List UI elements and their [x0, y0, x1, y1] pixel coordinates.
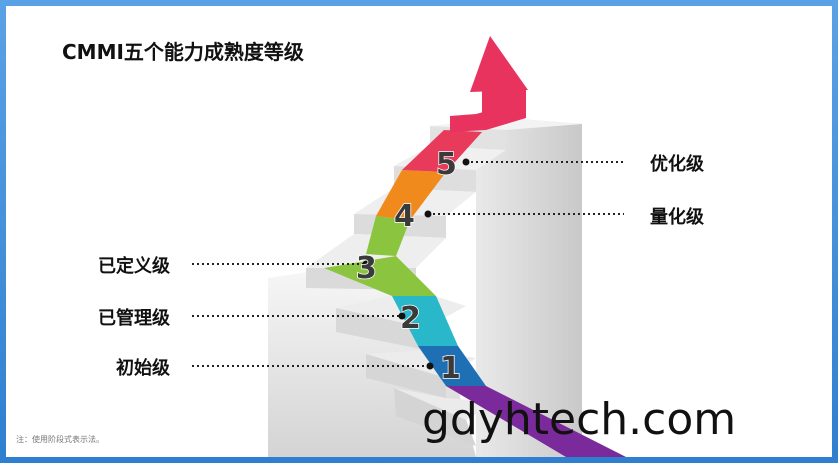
slide: CMMI五个能力成熟度等级: [6, 6, 832, 457]
color-ribbon: [324, 36, 626, 457]
ribbon-level-4: [376, 170, 446, 220]
level-label-3: 已定义级: [98, 256, 170, 277]
leader-dots: [362, 158, 470, 370]
staircase-diagram: 5 4 3 2 1: [192, 36, 626, 457]
stair-side: [476, 118, 582, 457]
level-label-4: 量化级: [650, 207, 704, 228]
ribbon-level-1: [418, 346, 486, 386]
ribbon-tail: [446, 386, 626, 457]
level-label-2: 已管理级: [98, 308, 170, 329]
ribbon-level-2: [392, 296, 458, 346]
ribbon-level-5: [402, 130, 482, 172]
leader-dot-1: [426, 362, 434, 370]
level-number-2: 2: [400, 301, 421, 336]
footnote: 注：使用阶段式表示法。: [16, 435, 104, 444]
level-number-1: 1: [440, 351, 461, 386]
arrow-shaft: [482, 90, 506, 114]
leader-lines: [192, 161, 624, 367]
leader-dot-2: [398, 312, 406, 320]
ribbon-level-3: [324, 256, 436, 296]
leader-dot-4: [424, 210, 432, 218]
level-number-3: 3: [356, 251, 377, 286]
leader-dot-3: [362, 260, 370, 268]
watermark: gdyhtech.com: [422, 394, 737, 445]
page-title: CMMI五个能力成熟度等级: [62, 40, 304, 64]
ribbon-level-3b: [366, 216, 410, 256]
level-number-5: 5: [436, 147, 457, 182]
leader-dot-5: [462, 158, 470, 166]
arrow-head-icon: [470, 36, 528, 92]
level-number-4: 4: [394, 199, 415, 234]
level-label-1: 初始级: [116, 358, 170, 379]
level-label-5: 优化级: [650, 154, 704, 175]
